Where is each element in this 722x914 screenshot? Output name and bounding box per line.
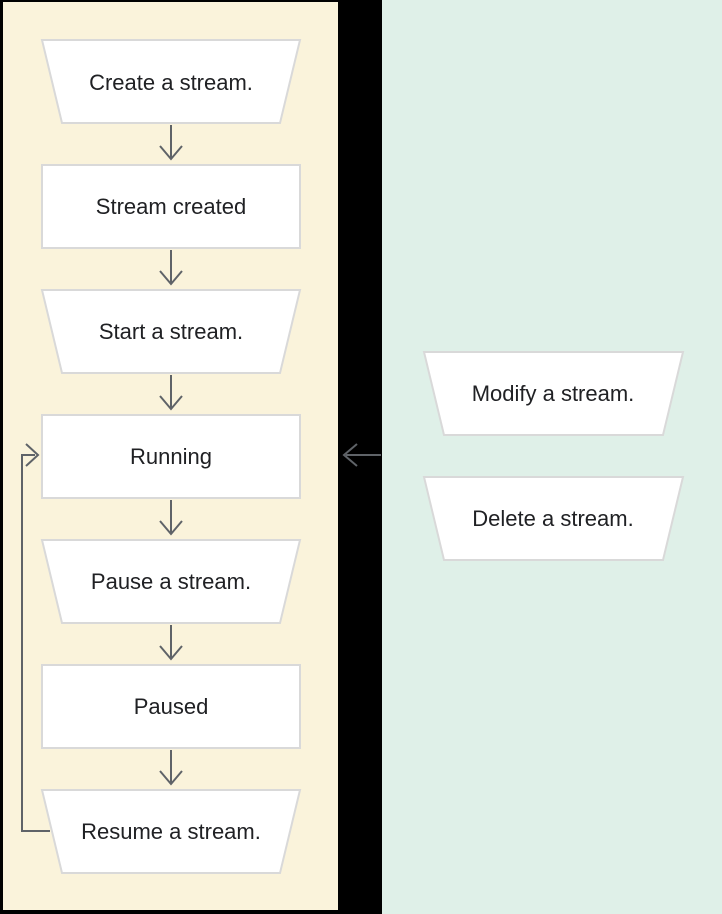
node-paused: Paused: [41, 664, 301, 749]
arrowhead-down-icon: [159, 270, 183, 286]
node-modify-a-stream: Modify a stream.: [422, 351, 685, 436]
node-create-a-stream-label: Create a stream.: [89, 70, 253, 95]
node-running-label: Running: [130, 444, 212, 469]
node-start-a-stream-shape: [40, 289, 302, 374]
arrowhead-right-icon: [25, 443, 40, 467]
node-pause-a-stream-label: Pause a stream.: [91, 569, 251, 594]
arrow-pause-to-paused: [159, 625, 183, 661]
node-delete-a-stream: Delete a stream.: [422, 476, 685, 561]
arrowhead-down-icon: [159, 770, 183, 786]
node-start-a-stream-label: Start a stream.: [99, 319, 243, 344]
arrowhead-down-icon: [159, 395, 183, 411]
arrow-create-to-created: [159, 125, 183, 161]
node-delete-a-stream-label: Delete a stream.: [472, 506, 633, 531]
arrow-operations-to-running: [342, 443, 381, 467]
node-running: Running: [41, 414, 301, 499]
arrow-start-to-running: [159, 375, 183, 411]
node-stream-created-shape: [41, 164, 301, 249]
arrow-created-to-start: [159, 250, 183, 286]
node-create-a-stream: Create a stream.: [40, 39, 302, 124]
arrow-paused-to-resume: [159, 750, 183, 786]
node-resume-a-stream-shape: [40, 789, 302, 874]
operations-panel-background: [382, 0, 722, 914]
node-running-shape: [41, 414, 301, 499]
node-paused-label: Paused: [134, 694, 209, 719]
node-create-a-stream-shape: [40, 39, 302, 124]
node-resume-a-stream-label: Resume a stream.: [81, 819, 261, 844]
node-start-a-stream: Start a stream.: [40, 289, 302, 374]
arrowhead-down-icon: [159, 520, 183, 536]
node-paused-shape: [41, 664, 301, 749]
node-pause-a-stream-shape: [40, 539, 302, 624]
node-modify-a-stream-label: Modify a stream.: [472, 381, 635, 406]
arrowhead-down-icon: [159, 645, 183, 661]
arrowhead-left-icon: [342, 443, 358, 467]
node-modify-a-stream-shape: [422, 351, 685, 436]
node-resume-a-stream: Resume a stream.: [40, 789, 302, 874]
node-stream-created-label: Stream created: [96, 194, 246, 219]
arrow-resume-loop-to-running: [21, 443, 50, 832]
arrowhead-down-icon: [159, 145, 183, 161]
node-stream-created: Stream created: [41, 164, 301, 249]
node-pause-a-stream: Pause a stream.: [40, 539, 302, 624]
arrow-running-to-pause: [159, 500, 183, 536]
node-delete-a-stream-shape: [422, 476, 685, 561]
